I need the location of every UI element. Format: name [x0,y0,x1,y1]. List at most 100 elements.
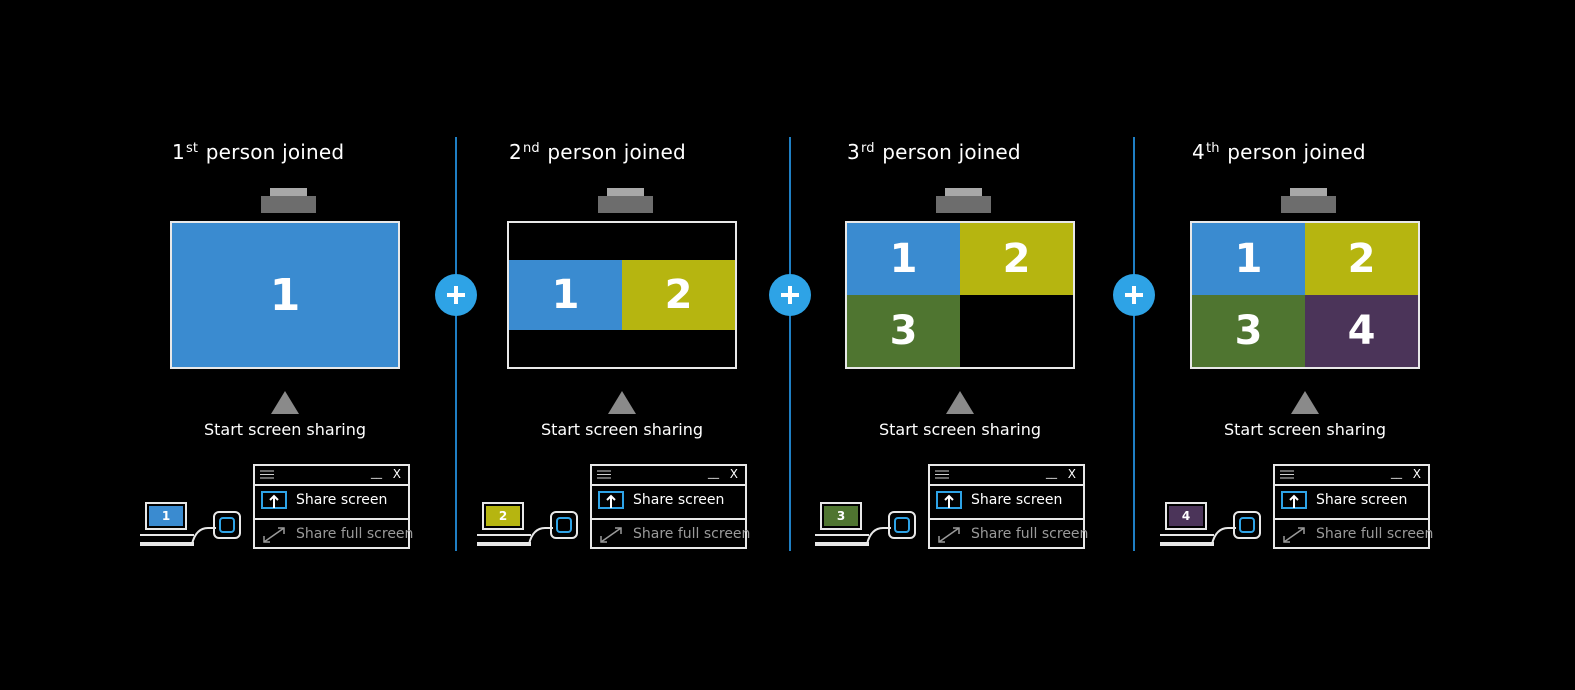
laptop-base [477,534,531,546]
projector-lens [607,188,644,199]
title-text: person joined [199,140,345,164]
hamburger-menu-icon[interactable] [260,470,274,479]
projector-body [1281,196,1336,213]
panel-title: 3rd person joined [847,140,1021,164]
title-number: 4 [1192,140,1205,164]
screen-tile-3: 3 [1192,295,1305,367]
start-sharing-label: Start screen sharing [1223,420,1387,439]
panel-separator [1133,137,1135,551]
share-screen-label: Share screen [633,492,725,508]
close-button[interactable]: X [392,467,401,481]
title-text: person joined [1220,140,1366,164]
screen-tile-4: 4 [1305,295,1418,367]
title-ordinal-suffix: th [1205,141,1220,156]
window-titlebar: __ X [930,466,1083,484]
projector-icon [598,188,653,213]
share-screen-option[interactable]: Share screen [930,486,1083,516]
minimize-button[interactable]: __ [371,466,382,479]
dongle-button-icon [1239,517,1255,533]
projector-icon [1281,188,1336,213]
share-full-screen-label: Share full screen [296,526,414,542]
share-screen-icon [261,491,287,509]
panel-title: 1st person joined [172,140,344,164]
window-titlebar: __ X [1275,466,1428,484]
share-full-screen-icon [263,527,285,543]
laptop-base [815,534,869,546]
close-button[interactable]: X [1412,467,1421,481]
hamburger-menu-icon[interactable] [935,470,949,479]
title-number: 3 [847,140,860,164]
laptop-icon: 3 [815,502,871,550]
screen-tile-1: 1 [172,223,398,367]
share-button-dongle[interactable] [213,511,241,539]
window-divider [255,484,408,486]
panel-title: 4th person joined [1192,140,1366,164]
screen-tile-1: 1 [1192,223,1305,295]
minimize-button[interactable]: __ [1391,466,1402,479]
projector-body [261,196,316,213]
close-button[interactable]: X [1067,467,1076,481]
minimize-button[interactable]: __ [1046,466,1057,479]
window-divider [1275,484,1428,486]
share-button-dongle[interactable] [888,511,916,539]
screen-tile-2: 2 [622,260,735,330]
share-screen-option[interactable]: Share screen [1275,486,1428,516]
dongle-button-icon [219,517,235,533]
laptop-lid: 3 [820,502,862,530]
laptop-icon: 2 [477,502,533,550]
laptop-lid: 2 [482,502,524,530]
title-ordinal-suffix: rd [860,141,875,156]
laptop-display-number: 1 [149,506,183,526]
share-screen-icon [598,491,624,509]
window-divider [930,484,1083,486]
close-button[interactable]: X [729,467,738,481]
screen-tile-2: 2 [960,223,1073,295]
share-screen-option[interactable]: Share screen [592,486,745,516]
projector-body [936,196,991,213]
share-screen-icon [936,491,962,509]
panel-title: 2nd person joined [509,140,686,164]
share-button-dongle[interactable] [1233,511,1261,539]
share-screen-option[interactable]: Share screen [255,486,408,516]
screen-tile-3: 3 [847,295,960,367]
share-button-dongle[interactable] [550,511,578,539]
cable-icon [1211,527,1236,545]
triangle-up-icon [1291,391,1319,414]
laptop-base [140,534,194,546]
share-full-screen-option[interactable]: Share full screen [1275,520,1433,550]
plus-icon [435,274,477,316]
window-titlebar: __ X [255,466,408,484]
window-divider [592,484,745,486]
share-full-screen-option[interactable]: Share full screen [592,520,750,550]
start-sharing-label: Start screen sharing [203,420,367,439]
dongle-button-icon [894,517,910,533]
laptop-display-number: 2 [486,506,520,526]
start-sharing-label: Start screen sharing [878,420,1042,439]
projector-icon [936,188,991,213]
hamburger-menu-icon[interactable] [1280,470,1294,479]
share-screen-icon [1281,491,1307,509]
plus-vertical [788,286,792,304]
laptop-display-number: 4 [1169,506,1203,526]
laptop-lid: 4 [1165,502,1207,530]
share-full-screen-label: Share full screen [633,526,751,542]
projector-lens [945,188,982,199]
share-full-screen-icon [1283,527,1305,543]
share-full-screen-option[interactable]: Share full screen [930,520,1088,550]
minimize-button[interactable]: __ [708,466,719,479]
plus-vertical [454,286,458,304]
title-number: 2 [509,140,522,164]
screen-tile-2: 2 [1305,223,1418,295]
share-full-screen-option[interactable]: Share full screen [255,520,413,550]
projector-body [598,196,653,213]
hamburger-menu-icon[interactable] [597,470,611,479]
triangle-up-icon [608,391,636,414]
window-divider [930,518,1083,520]
